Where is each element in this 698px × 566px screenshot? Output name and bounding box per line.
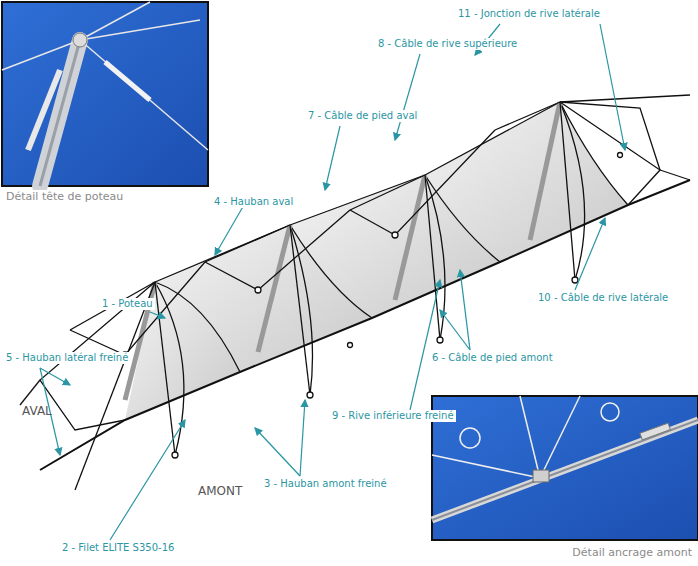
side-label: AVAL: [20, 404, 54, 418]
callout-label: 7 - Câble de pied aval: [306, 110, 419, 122]
callout-label: 4 - Hauban aval: [212, 196, 295, 208]
callout-label: 2 - Filet ELITE S350-16: [60, 542, 176, 554]
callout-label: 8 - Câble de rive supérieure: [376, 38, 519, 50]
callout-label: 1 - Poteau: [100, 298, 155, 310]
callout-label: 9 - Rive inférieure freiné: [330, 410, 456, 422]
callout-label: 6 - Câble de pied amont: [430, 352, 555, 364]
pole-head-detail: [2, 2, 208, 186]
callout-label: 11 - Jonction de rive latérale: [456, 8, 602, 20]
inset-caption: Détail tête de poteau: [4, 190, 125, 203]
anchor-detail: [432, 396, 698, 540]
callout-label: 5 - Hauban latéral freiné: [4, 352, 130, 364]
side-label: AMONT: [196, 484, 244, 498]
callout-label: 10 - Câble de rive latérale: [536, 292, 670, 304]
callout-label: 3 - Hauban amont freiné: [262, 478, 389, 490]
inset-caption: Détail ancrage amont: [570, 546, 694, 559]
